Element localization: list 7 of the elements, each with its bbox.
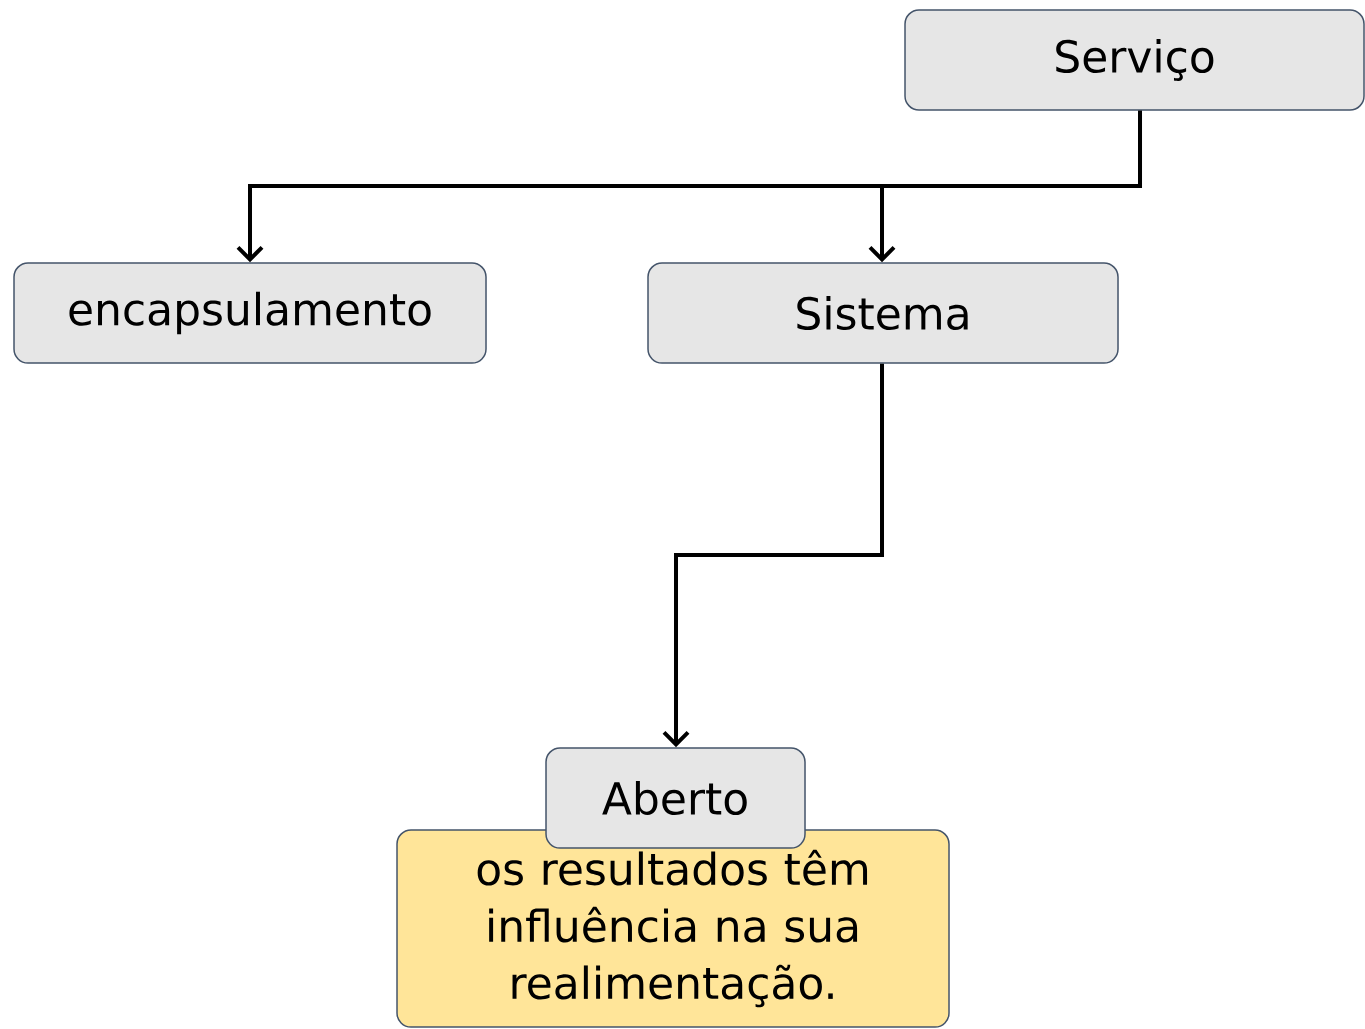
process-box: encapsulamento [13, 262, 487, 364]
process-box: Aberto [545, 747, 806, 849]
arrow [662, 363, 884, 748]
process-box: Sistema [647, 262, 1119, 364]
note-box: os resultados têm influência na sua realimentação. [396, 829, 950, 1028]
arrow [868, 110, 1142, 263]
process-box: Serviço [904, 9, 1365, 111]
